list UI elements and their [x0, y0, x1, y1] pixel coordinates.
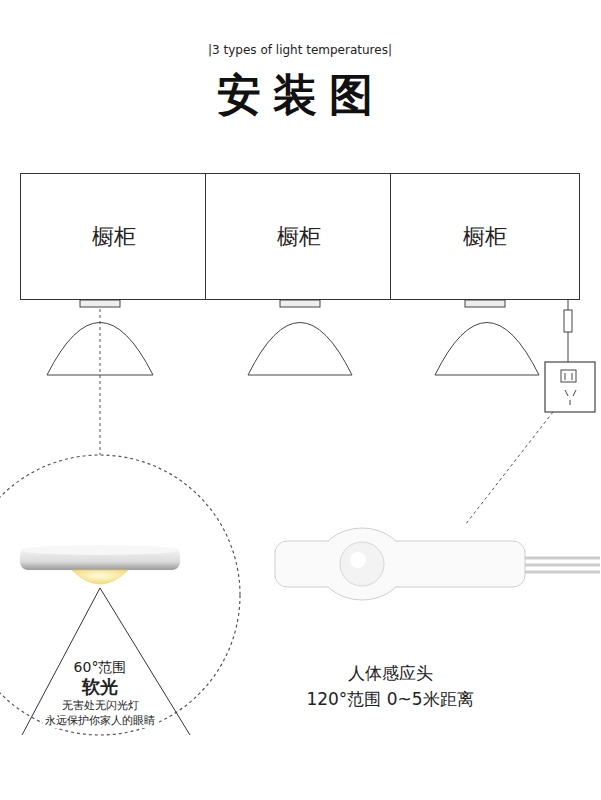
beam-angle: 60°范围: [72, 659, 129, 675]
header-note: |3 types of light temperatures|: [206, 44, 394, 58]
feature-note: 永远保护你家人的眼睛: [43, 715, 157, 728]
cabinet-box: 橱柜: [390, 173, 580, 300]
cabinet-label: 橱柜: [92, 222, 136, 252]
feature-note: 无害处无闪光灯: [60, 700, 141, 713]
sensor-name: 人体感应头: [346, 664, 435, 684]
cabinet-box: 橱柜: [20, 173, 207, 300]
cabinet-label: 橱柜: [277, 222, 321, 252]
light-type: 软光: [80, 677, 120, 698]
sensor-range: 120°范围 0~5米距离: [304, 690, 475, 710]
cabinet-label: 橱柜: [463, 222, 507, 252]
diagram-title: 安装图: [0, 66, 601, 125]
cabinet-box: 橱柜: [205, 173, 392, 300]
